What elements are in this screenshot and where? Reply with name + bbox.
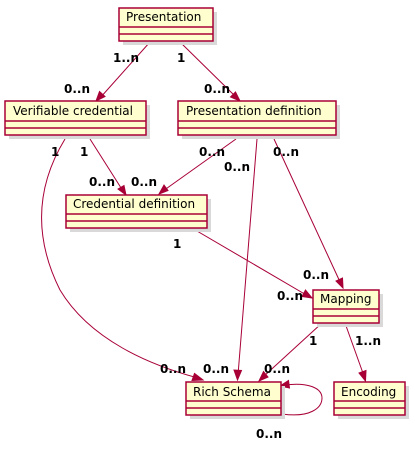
multiplicity-label: 0..n — [277, 289, 303, 303]
multiplicity-label: 0..n — [203, 362, 229, 376]
class-name: Credential definition — [73, 197, 195, 211]
multiplicity-label: 0..n — [160, 362, 186, 376]
class-verifiable-credential: Verifiable credential — [4, 100, 150, 139]
class-name: Presentation definition — [186, 104, 322, 118]
edge-presentation-definition-to-rich-schema — [237, 138, 258, 376]
class-presentation-definition: Presentation definition — [177, 100, 340, 139]
class-name: Verifiable credential — [13, 104, 133, 118]
multiplicity-label: 1..n — [355, 334, 381, 348]
multiplicity-label: 0..n — [256, 427, 282, 441]
edge-credential-definition-to-mapping — [184, 223, 309, 297]
arrowhead-icon — [233, 369, 243, 382]
arrowhead-icon — [117, 184, 127, 197]
arrowhead-icon — [335, 277, 344, 290]
multiplicity-label: 0..n — [89, 175, 115, 189]
edge-mapping-to-rich-schema — [262, 322, 323, 378]
multiplicity-label: 1 — [309, 334, 317, 348]
arrowhead-icon — [358, 369, 367, 383]
arrowhead-icon — [229, 91, 242, 102]
arrowhead-icon — [191, 372, 205, 382]
class-name: Presentation — [126, 10, 201, 24]
multiplicity-label: 0..n — [204, 82, 230, 96]
associations — [41, 41, 367, 416]
class-name: Encoding — [341, 385, 396, 399]
arrowhead-icon — [157, 184, 169, 195]
multiplicity-label: 1 — [51, 145, 59, 159]
multiplicity-label: 0..n — [224, 160, 250, 174]
multiplicity-labels: 1..n 0..n 1 0..n 1 0..n 1 0..n 0..n 0..n… — [51, 51, 381, 441]
multiplicity-label: 1 — [173, 237, 181, 251]
class-encoding: Encoding — [333, 381, 409, 419]
edge-presentation-to-presentation-definition — [179, 41, 237, 98]
class-name: Mapping — [320, 292, 372, 306]
edge-mapping-to-encoding — [344, 322, 365, 377]
multiplicity-label: 0..n — [199, 145, 225, 159]
edge-verifiable-credential-to-rich-schema — [41, 138, 199, 379]
multiplicity-label: 1..n — [113, 51, 139, 65]
arrowhead-icon — [95, 90, 106, 103]
class-rich-schema: Rich Schema — [185, 381, 285, 419]
arrowhead-icon — [301, 289, 314, 299]
class-credential-definition: Credential definition — [65, 194, 211, 232]
multiplicity-label: 0..n — [303, 268, 329, 282]
edge-verifiable-credential-to-credential-definition — [89, 138, 124, 192]
class-mapping: Mapping — [312, 289, 383, 327]
multiplicity-label: 1 — [177, 51, 185, 65]
edge-rich-schema-self-loop — [281, 383, 323, 416]
class-presentation: Presentation — [118, 7, 217, 45]
class-name: Rich Schema — [193, 385, 271, 399]
arrowhead-icon — [257, 370, 269, 383]
multiplicity-label: 0..n — [264, 362, 290, 376]
multiplicity-label: 0..n — [64, 82, 90, 96]
edge-presentation-to-verifiable-credential — [99, 41, 151, 99]
edge-presentation-definition-to-credential-definition — [162, 138, 237, 192]
edge-presentation-definition-to-mapping — [273, 138, 342, 285]
multiplicity-label: 0..n — [131, 175, 157, 189]
multiplicity-label: 1 — [80, 145, 88, 159]
multiplicity-label: 0..n — [273, 145, 299, 159]
